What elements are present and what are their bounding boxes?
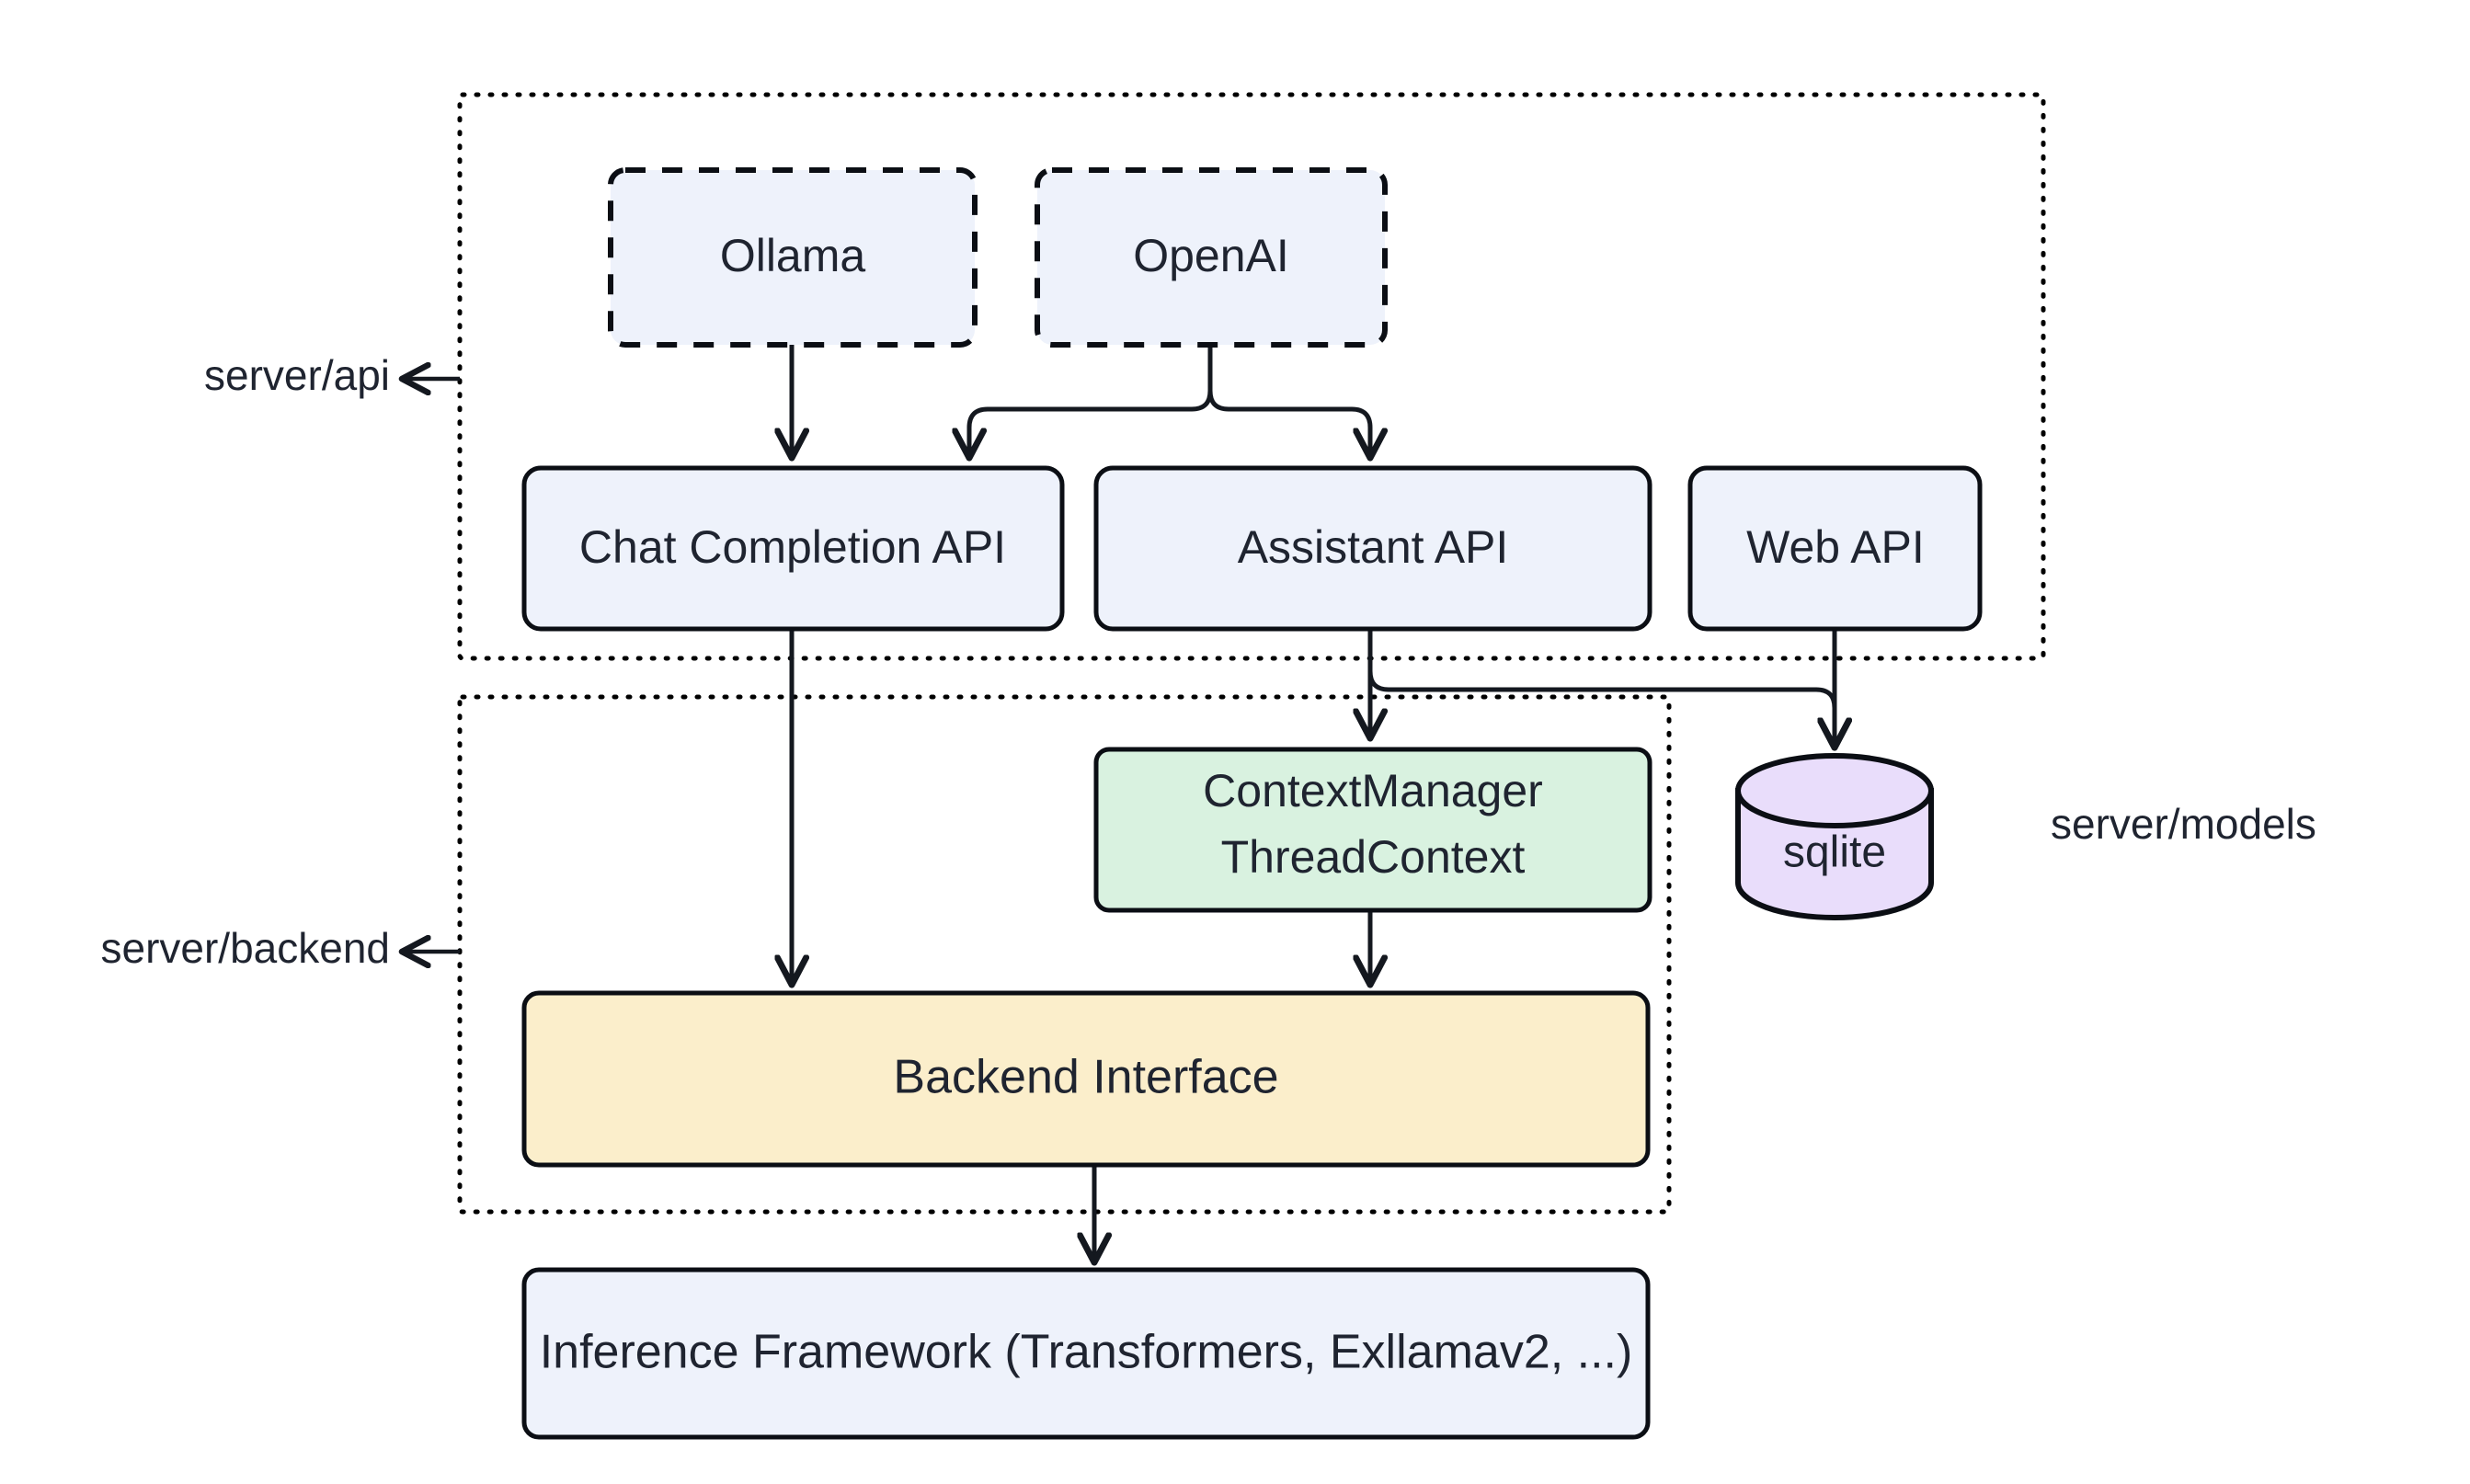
edge-assistant-api-to-sqlite — [1367, 629, 1835, 745]
group-label-server-models: server/models — [2051, 800, 2316, 848]
node-context-manager[interactable]: ContextManager ThreadContext — [1093, 747, 1652, 913]
edge-openai-split-left — [969, 345, 1213, 455]
group-container-server-backend — [457, 694, 1672, 1215]
node-chat-completion-api-shape[interactable] — [521, 465, 1065, 632]
node-backend-interface-label: Backend Interface — [893, 1051, 1278, 1104]
node-context-manager-shape[interactable] — [1093, 747, 1652, 913]
node-assistant-api[interactable]: Assistant API — [1093, 465, 1652, 632]
group-label-server-api: server/api — [204, 351, 390, 399]
node-chat-completion-api[interactable]: Chat Completion API — [521, 465, 1065, 632]
node-ollama-shape[interactable] — [608, 167, 978, 348]
group-label-server-backend: server/backend — [101, 924, 391, 972]
node-web-api-label: Web API — [1746, 521, 1925, 573]
group-container-server-api — [457, 92, 2046, 661]
node-context-manager-label-line-2: ThreadContext — [1221, 831, 1526, 883]
node-chat-completion-api-label: Chat Completion API — [579, 521, 1006, 573]
node-assistant-api-label: Assistant API — [1238, 521, 1509, 573]
node-web-api-shape[interactable] — [1687, 465, 1983, 632]
node-inference-framework[interactable]: Inference Framework (Transformers, Exlla… — [521, 1267, 1651, 1440]
node-openai[interactable]: OpenAI — [1035, 167, 1388, 348]
node-sqlite-top[interactable] — [1735, 753, 1934, 828]
node-backend-interface[interactable]: Backend Interface — [521, 990, 1651, 1168]
node-sqlite[interactable]: sqlite — [1735, 753, 1934, 920]
node-context-manager-label-line-1: ContextManager — [1203, 765, 1543, 816]
node-ollama-label: Ollama — [720, 230, 866, 281]
node-openai-shape[interactable] — [1035, 167, 1388, 348]
node-web-api[interactable]: Web API — [1687, 465, 1983, 632]
node-backend-interface-shape[interactable] — [521, 990, 1651, 1168]
node-openai-label: OpenAI — [1133, 230, 1289, 281]
node-inference-framework-shape[interactable] — [521, 1267, 1651, 1440]
node-ollama[interactable]: Ollama — [608, 167, 978, 348]
edge-openai-split-right — [1207, 345, 1370, 455]
node-assistant-api-shape[interactable] — [1093, 465, 1652, 632]
node-inference-framework-label: Inference Framework (Transformers, Exlla… — [540, 1326, 1633, 1379]
node-sqlite-label: sqlite — [1783, 828, 1886, 877]
